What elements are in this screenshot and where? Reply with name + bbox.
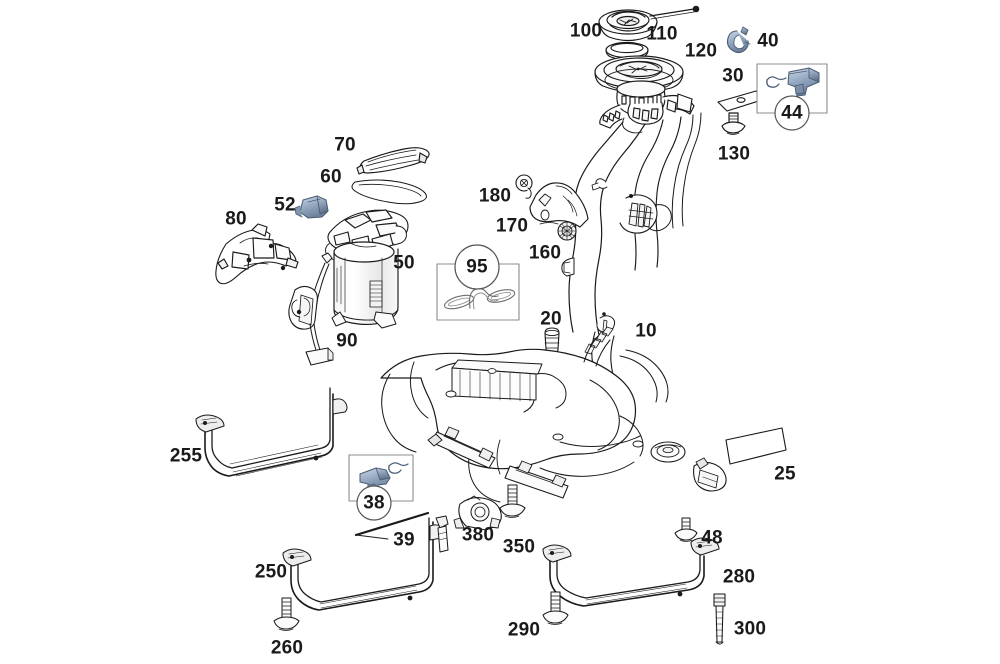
part-fuel-tank-body (380, 326, 727, 503)
part-filler-flange (594, 55, 684, 94)
part-knurled-nut-160 (557, 221, 577, 241)
part-label-160: 160 (528, 242, 562, 264)
part-fuel-filler-cap (598, 5, 700, 42)
part-tank-strap-280 (542, 537, 720, 607)
part-label-38: 38 (363, 492, 385, 514)
part-label-90: 90 (336, 330, 358, 352)
part-fuel-pump-module (325, 209, 409, 329)
strap-hook-misc (435, 515, 449, 553)
part-label-70: 70 (334, 134, 356, 156)
detail-box-44 (756, 63, 828, 131)
part-gasket-ring-60 (351, 179, 427, 205)
part-label-40: 40 (757, 30, 779, 52)
part-label-60: 60 (320, 166, 342, 188)
part-fuel-filter-bracket (215, 223, 299, 285)
part-label-50: 50 (393, 252, 415, 274)
part-label-20: 20 (540, 308, 562, 330)
part-expanding-rivet-260 (273, 597, 300, 631)
part-label-44: 44 (781, 102, 803, 124)
part-heat-shield-25 (725, 427, 787, 465)
part-mounting-bracket-170 (529, 182, 589, 228)
part-label-25: 25 (774, 463, 796, 485)
part-expanding-rivet-130 (721, 112, 746, 135)
part-label-10: 10 (635, 320, 657, 342)
part-label-48: 48 (701, 527, 723, 549)
part-expanding-rivet-48 (674, 517, 698, 542)
part-label-300: 300 (733, 618, 767, 640)
part-connector-52 (294, 195, 329, 219)
part-tank-strap-255 (195, 387, 348, 477)
part-label-95: 95 (466, 256, 488, 278)
part-sealing-ring (605, 41, 649, 61)
part-label-350: 350 (502, 536, 536, 558)
part-label-260: 260 (270, 637, 304, 659)
part-label-130: 130 (717, 143, 751, 165)
part-retaining-strip (356, 147, 430, 175)
detail-box-38 (348, 454, 414, 521)
part-filler-neck-pipe (561, 112, 702, 385)
part-label-250: 250 (254, 561, 288, 583)
detail-box-95 (436, 244, 520, 321)
part-hex-bolt-300 (713, 593, 726, 645)
part-label-30: 30 (722, 65, 744, 87)
filler-neck-head (599, 80, 695, 134)
part-label-39: 39 (393, 529, 415, 551)
part-label-52: 52 (274, 194, 296, 216)
leader-line-39 (354, 511, 430, 540)
part-level-sender (288, 252, 334, 366)
part-vent-valve-20 (544, 327, 560, 355)
part-label-380: 380 (461, 524, 495, 546)
part-label-80: 80 (225, 208, 247, 230)
part-label-180: 180 (478, 185, 512, 207)
part-label-290: 290 (507, 619, 541, 641)
part-label-255: 255 (169, 445, 203, 467)
part-label-120: 120 (684, 40, 718, 62)
part-label-110: 110 (646, 23, 678, 45)
part-label-280: 280 (722, 566, 756, 588)
part-screw-grommet-180 (515, 174, 533, 199)
part-clamp-ring-380 (453, 495, 502, 531)
part-label-170: 170 (495, 215, 529, 237)
part-label-100: 100 (569, 20, 603, 42)
part-expanding-rivet-350 (499, 484, 526, 518)
part-expanding-rivet-290 (542, 591, 569, 625)
part-hose-clamp (726, 26, 751, 54)
